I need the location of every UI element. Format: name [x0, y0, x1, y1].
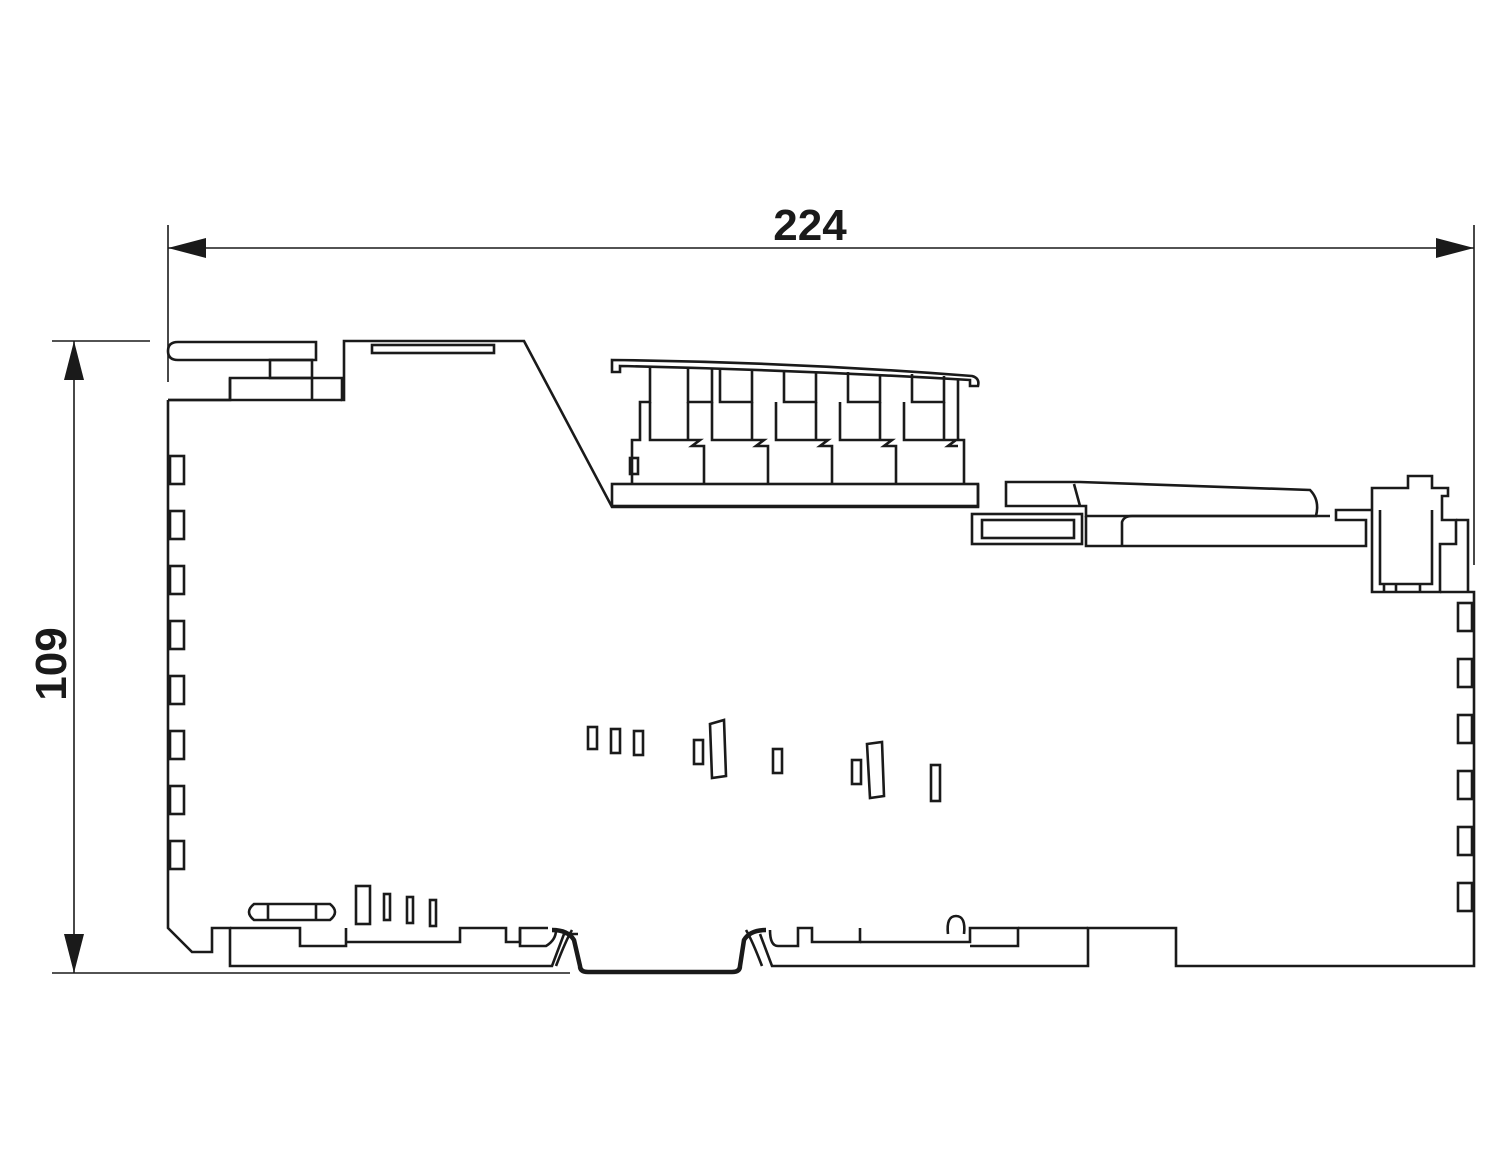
foot-latch [247, 902, 337, 922]
right-ribs [1456, 601, 1474, 913]
terminal-cover [610, 358, 980, 388]
height-arrow-top [64, 341, 84, 380]
bottom-details [230, 884, 1088, 948]
pcb-components [586, 718, 942, 803]
right-connector [970, 474, 1470, 594]
housing-outline [166, 339, 1476, 968]
module-outline [166, 339, 1476, 968]
height-dimension: 109 [27, 340, 570, 974]
width-arrow-right [1436, 238, 1474, 258]
width-dimension-label: 224 [773, 201, 847, 250]
width-arrow-left [168, 238, 206, 258]
release-lever [166, 340, 318, 362]
label-slot [370, 343, 496, 355]
height-arrow-bottom [64, 934, 84, 973]
terminal-plug [610, 358, 980, 508]
height-dimension-label: 109 [27, 627, 76, 700]
left-ribs [168, 454, 186, 871]
din-rail-clip [551, 927, 767, 975]
width-dimension: 224 [167, 201, 1475, 565]
